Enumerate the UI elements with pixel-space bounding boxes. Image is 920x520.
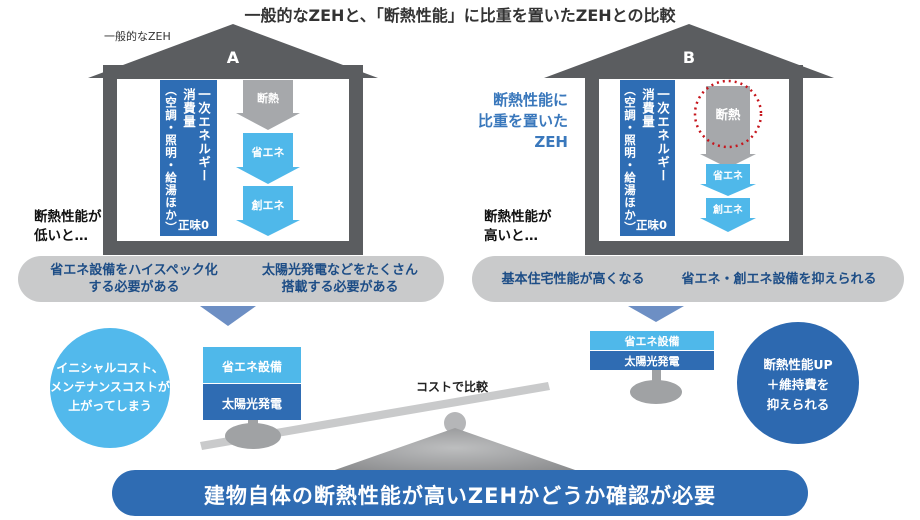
- seesaw-base: [312, 428, 598, 478]
- house-b-flow-2: 省エネ: [713, 171, 743, 182]
- house-a-energy-label-1: 一次エネルギー: [196, 88, 211, 183]
- house-a-flow-3: 創エネ: [251, 199, 285, 212]
- house-b-badge: B: [682, 48, 696, 67]
- house-a-interior: [110, 72, 356, 248]
- pill-a: [18, 256, 444, 302]
- house-a-flow-creation-arrow: [236, 220, 300, 236]
- house-a-flow-insulation-arrow: [236, 113, 300, 130]
- pill-a-item-1-line-2: する必要がある: [88, 280, 180, 295]
- house-b: [544, 24, 834, 255]
- house-a-flow-2: 省エネ: [251, 146, 285, 159]
- seesaw-beam: [200, 382, 550, 450]
- house-a-zero-label: 正味0: [178, 218, 210, 232]
- house-a-energy-label-3: （空調・照明・給湯ほか）: [164, 84, 178, 234]
- seesaw-pivot: [444, 412, 466, 434]
- left-circle-line-2: メンテナンスコストが: [50, 380, 170, 394]
- left-box-solar-label: 太陽光発電: [221, 397, 282, 411]
- page-title: 一般的なZEHと、「断熱性能」に比重を置いたZEHとの比較: [244, 6, 676, 25]
- house-b-energy-label-1: 一次エネルギー: [655, 88, 670, 183]
- house-a-flow-1: 断熱: [257, 92, 279, 105]
- house-a-energy-label-2: 消費量: [181, 88, 196, 129]
- pill-a-down-arrow: [200, 306, 256, 326]
- house-b-flow-1: 断熱: [715, 107, 741, 122]
- house-a-roof: [88, 24, 378, 78]
- house-b-flow-saving-arrow: [700, 184, 756, 196]
- left-box-saving: [203, 347, 301, 383]
- house-b-flow-creation-arrow: [700, 218, 756, 232]
- house-a-energy-column: [160, 80, 217, 236]
- pill-b: [472, 256, 904, 302]
- house-b-tag-1: 断熱性能に: [492, 91, 568, 109]
- house-a: [88, 24, 378, 255]
- house-b-side-note-1: 断熱性能が: [484, 209, 552, 225]
- pill-a-item-1-line-1: 省エネ設備をハイスペック化: [50, 263, 218, 278]
- house-b-dotted-highlight: [693, 79, 763, 149]
- house-b-energy-label-3: （空調・照明・給湯ほか）: [623, 84, 637, 234]
- pill-b-down-arrow: [628, 306, 684, 322]
- house-b-roof: [544, 24, 834, 78]
- left-circle-line-1: イニシャルコスト、: [56, 361, 164, 375]
- left-box-solar: [203, 384, 301, 420]
- house-b-walls: [585, 65, 803, 255]
- right-circle-line-1: 断熱性能UP: [763, 357, 833, 372]
- left-box-saving-label: 省エネ設備: [221, 360, 282, 374]
- house-a-flow-insulation: [243, 80, 293, 113]
- right-circle: [737, 322, 859, 444]
- right-box-solar: [590, 351, 714, 370]
- right-circle-line-3: 抑えられる: [766, 397, 830, 412]
- pill-b-item-1: 基本住宅性能が高くなる: [501, 272, 645, 287]
- conclusion-bar: [112, 470, 808, 516]
- house-b-energy-label-2: 消費量: [640, 88, 655, 129]
- house-a-badge: A: [226, 48, 240, 67]
- pill-b-item-2: 省エネ・創エネ設備を抑えられる: [681, 272, 877, 287]
- house-a-side-note-2: 低いと…: [34, 228, 88, 244]
- conclusion-text: 建物自体の断熱性能が高いZEHかどうか確認が必要: [203, 484, 717, 508]
- left-circle-line-3: 上がってしまう: [68, 399, 152, 413]
- house-a-side-note-1: 断熱性能が: [34, 209, 102, 225]
- pill-a-item-2-line-2: 搭載する必要がある: [281, 280, 399, 295]
- house-b-zero-label: 正味0: [636, 218, 668, 232]
- right-box-saving: [590, 331, 714, 350]
- house-b-tag-2: 比重を置いた: [477, 112, 568, 130]
- house-a-walls: [103, 65, 363, 255]
- pill-a-item-2-line-1: 太陽光発電などをたくさん: [261, 263, 418, 278]
- house-b-tag-3: ZEH: [534, 133, 568, 151]
- house-b-energy-column: [620, 80, 675, 236]
- house-a-flow-saving-arrow: [236, 167, 300, 184]
- house-b-flow-saving: [706, 164, 750, 184]
- right-box-saving-label: 省エネ設備: [624, 335, 680, 348]
- house-a-flow-creation: [243, 186, 293, 220]
- left-circle: [50, 328, 170, 448]
- house-b-side-note-2: 高いと…: [484, 228, 538, 244]
- house-a-flow-saving: [243, 133, 293, 167]
- right-box-solar-label: 太陽光発電: [624, 355, 680, 368]
- house-b-flow-insulation-arrow: [700, 154, 756, 168]
- house-b-flow-3: 創エネ: [713, 205, 743, 216]
- right-circle-line-2: ＋維持費を: [766, 377, 830, 392]
- house-b-flow-creation: [706, 198, 750, 218]
- house-a-caption: 一般的なZEH: [104, 30, 171, 43]
- compare-label: コストで比較: [416, 380, 489, 394]
